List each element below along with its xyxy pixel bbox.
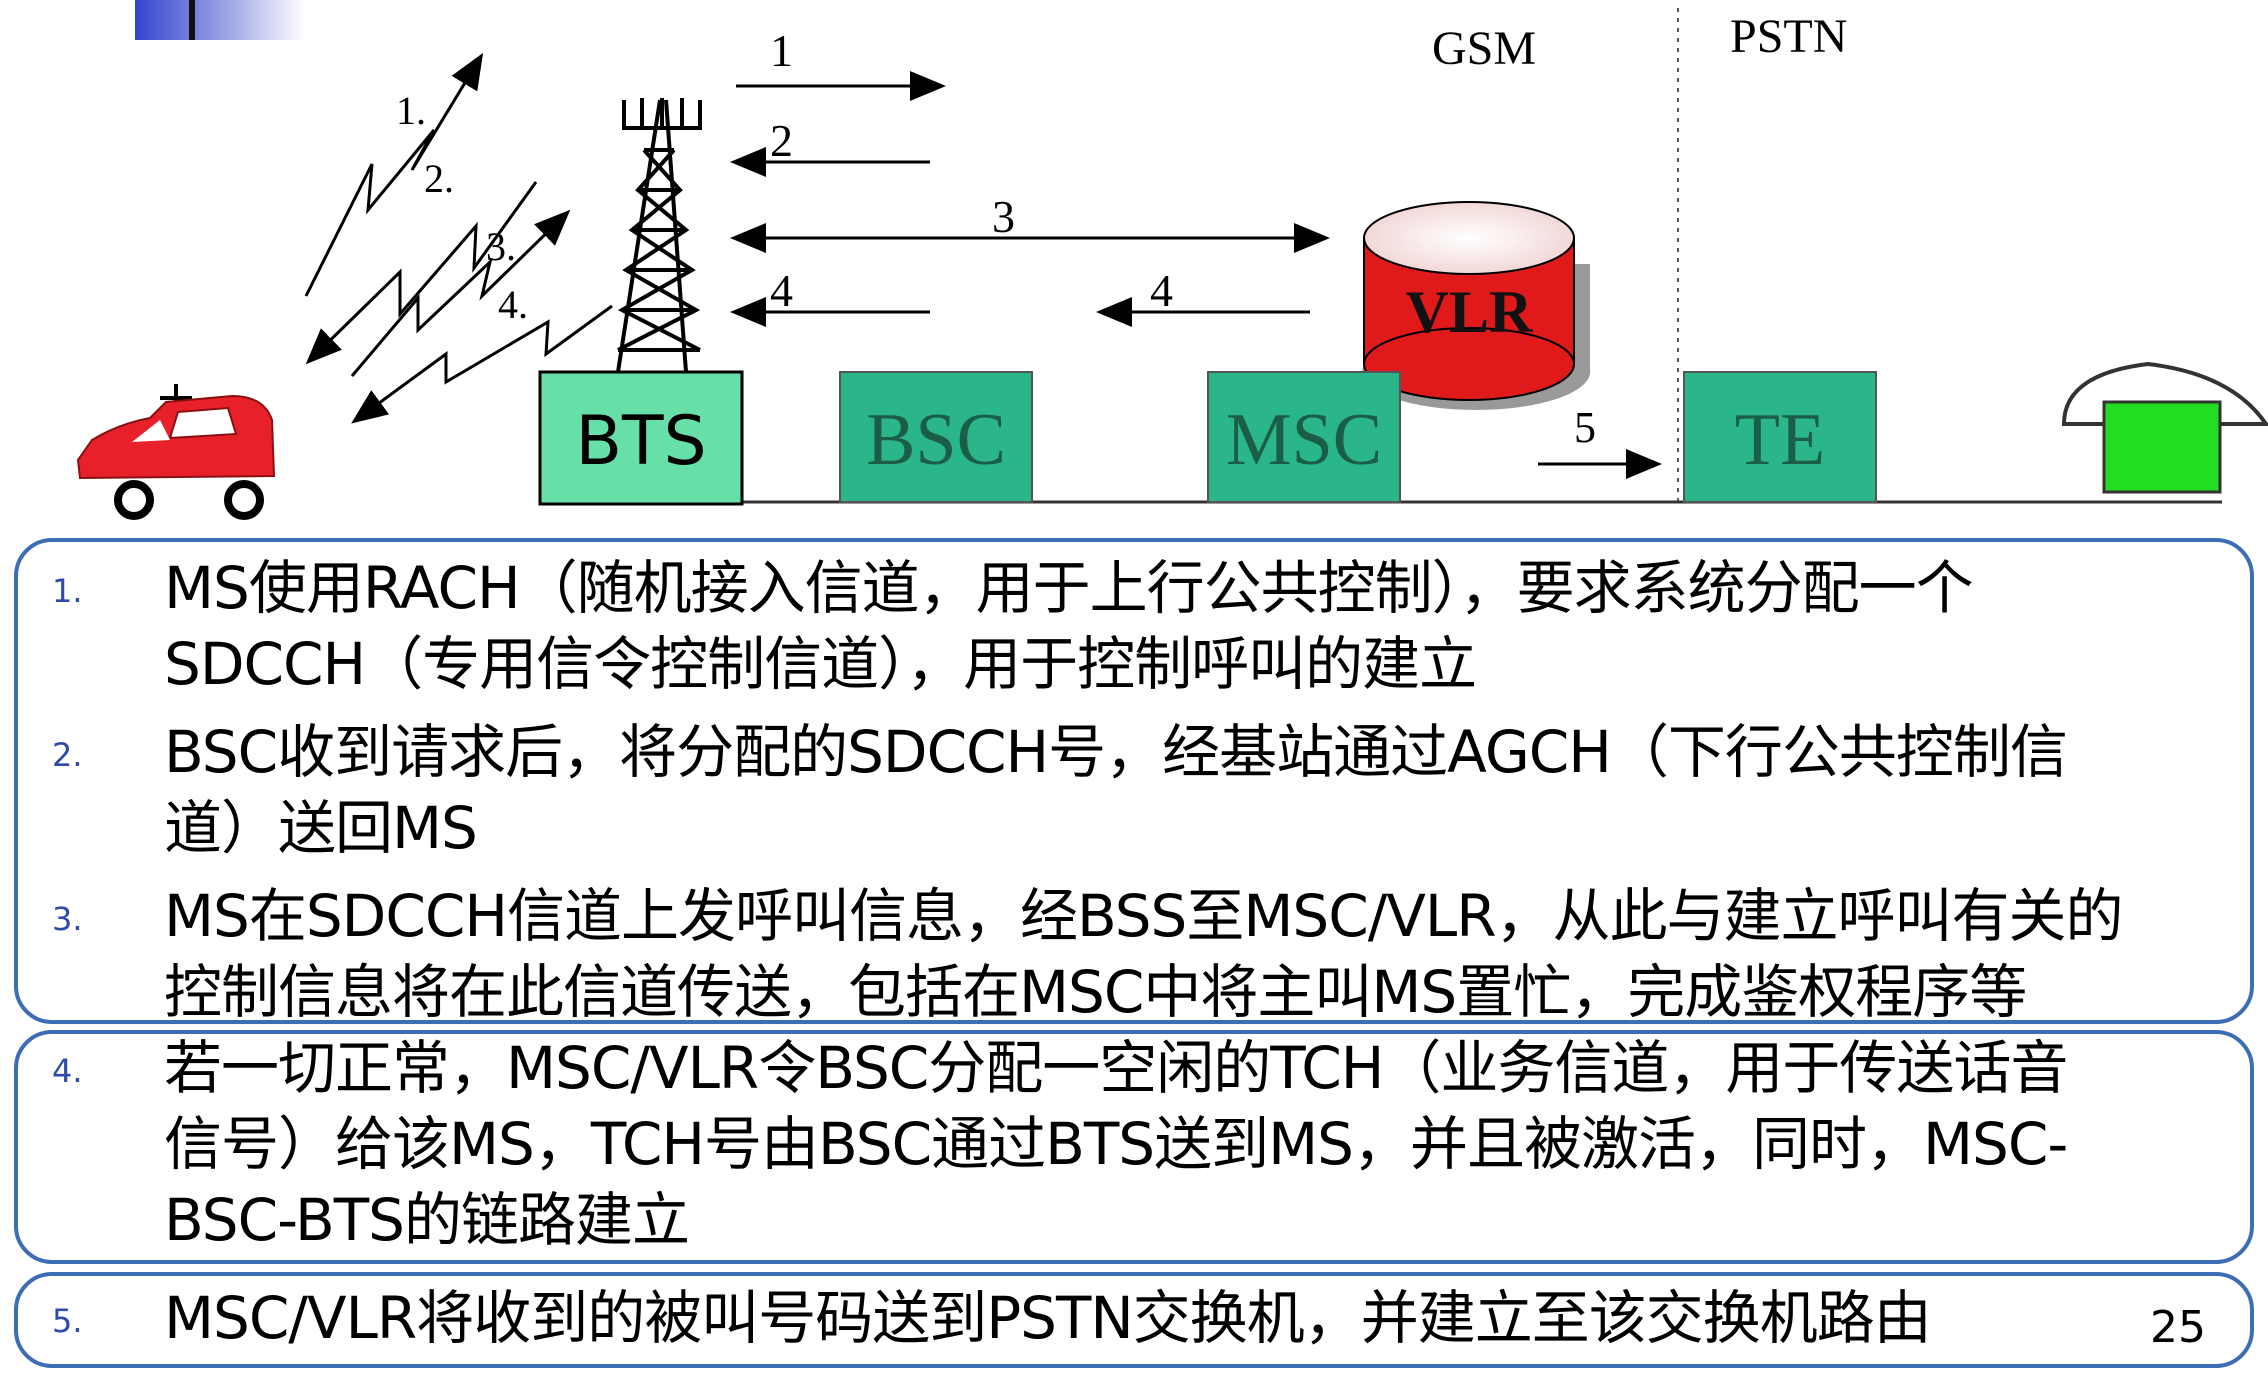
vlr-database-icon xyxy=(1362,201,1590,410)
bts-tower-icon xyxy=(616,98,702,373)
msc-box xyxy=(1207,371,1401,503)
bts-box xyxy=(538,370,744,506)
arrow-label-4-left: 4 xyxy=(770,265,793,316)
step-text: 若一切正常，MSC/VLR令BSC分配一空闲的TCH（业务信道，用于传送话音 信… xyxy=(164,1030,2254,1258)
bsc-label: BSC xyxy=(866,399,1006,481)
step-line: BSC收到请求后，将分配的SDCCH号，经基站通过AGCH（下行公共控制信 xyxy=(164,718,2068,786)
steps-panel-1: 1. MS使用RACH（随机接入信道，用于上行公共控制），要求系统分配一个 SD… xyxy=(14,538,2254,1026)
step-text: MSC/VLR将收到的被叫号码送到PSTN交换机，并建立至该交换机路由 xyxy=(164,1280,2254,1356)
steps-panel-2: 4. 若一切正常，MSC/VLR令BSC分配一空闲的TCH（业务信道，用于传送话… xyxy=(14,1030,2254,1264)
bts-label: BTS xyxy=(575,402,706,481)
call-setup-diagram: GSM PSTN 1. 2. 3. 4. xyxy=(76,8,2268,520)
step-number: 2. xyxy=(52,736,83,774)
step-line: 控制信息将在此信道传送，包括在MSC中将主叫MS置忙，完成鉴权程序等 xyxy=(164,958,2027,1026)
vlr-label: VLR xyxy=(1406,279,1533,345)
msc-label: MSC xyxy=(1226,399,1382,481)
page-number: 25 xyxy=(2150,1302,2206,1353)
step-number: 5. xyxy=(52,1302,83,1340)
te-box xyxy=(1683,371,1877,503)
step-text: MS在SDCCH信道上发呼叫信息，经BSS至MSC/VLR，从此与建立呼叫有关的… xyxy=(164,878,2254,1030)
arrow-label-2: 2 xyxy=(770,115,793,166)
arrow-label-3: 3 xyxy=(992,191,1015,242)
step-line: 道）送回MS xyxy=(164,794,478,862)
bsc-box xyxy=(839,371,1033,503)
title-decoration xyxy=(135,0,305,40)
step-number: 1. xyxy=(52,572,83,610)
radio-label-1: 1. xyxy=(396,88,426,133)
step-line: MSC/VLR将收到的被叫号码送到PSTN交换机，并建立至该交换机路由 xyxy=(164,1284,1932,1352)
step-number: 4. xyxy=(52,1052,83,1090)
step-text: BSC收到请求后，将分配的SDCCH号，经基站通过AGCH（下行公共控制信 道）… xyxy=(164,714,2254,866)
step-line: BSC-BTS的链路建立 xyxy=(164,1186,690,1254)
te-label: TE xyxy=(1735,399,1825,481)
step-line: MS使用RACH（随机接入信道，用于上行公共控制），要求系统分配一个 xyxy=(164,554,1974,622)
steps-panel-3: 5. MSC/VLR将收到的被叫号码送到PSTN交换机，并建立至该交换机路由 xyxy=(14,1272,2254,1368)
step-line: 信号）给该MS，TCH号由BSC通过BTS送到MS，并且被激活，同时，MSC- xyxy=(164,1110,2068,1178)
step-line: 若一切正常，MSC/VLR令BSC分配一空闲的TCH（业务信道，用于传送话音 xyxy=(164,1034,2068,1102)
radio-links xyxy=(304,52,613,424)
step-number: 3. xyxy=(52,900,83,938)
radio-label-3: 3. xyxy=(486,224,516,269)
step-text: MS使用RACH（随机接入信道，用于上行公共控制），要求系统分配一个 SDCCH… xyxy=(164,550,2254,702)
pstn-label: PSTN xyxy=(1730,10,1847,63)
arrow-label-5: 5 xyxy=(1574,403,1596,452)
gsm-label: GSM xyxy=(1432,22,1536,75)
telephone-icon xyxy=(2061,361,2268,494)
radio-label-4: 4. xyxy=(498,282,528,327)
step-line: MS在SDCCH信道上发呼叫信息，经BSS至MSC/VLR，从此与建立呼叫有关的 xyxy=(164,882,2124,950)
radio-label-2: 2. xyxy=(424,156,454,201)
car-icon xyxy=(76,384,276,520)
step-line: SDCCH（专用信令控制信道），用于控制呼叫的建立 xyxy=(164,630,1477,698)
arrow-label-1: 1 xyxy=(770,25,793,76)
arrow-label-4-right: 4 xyxy=(1150,265,1173,316)
